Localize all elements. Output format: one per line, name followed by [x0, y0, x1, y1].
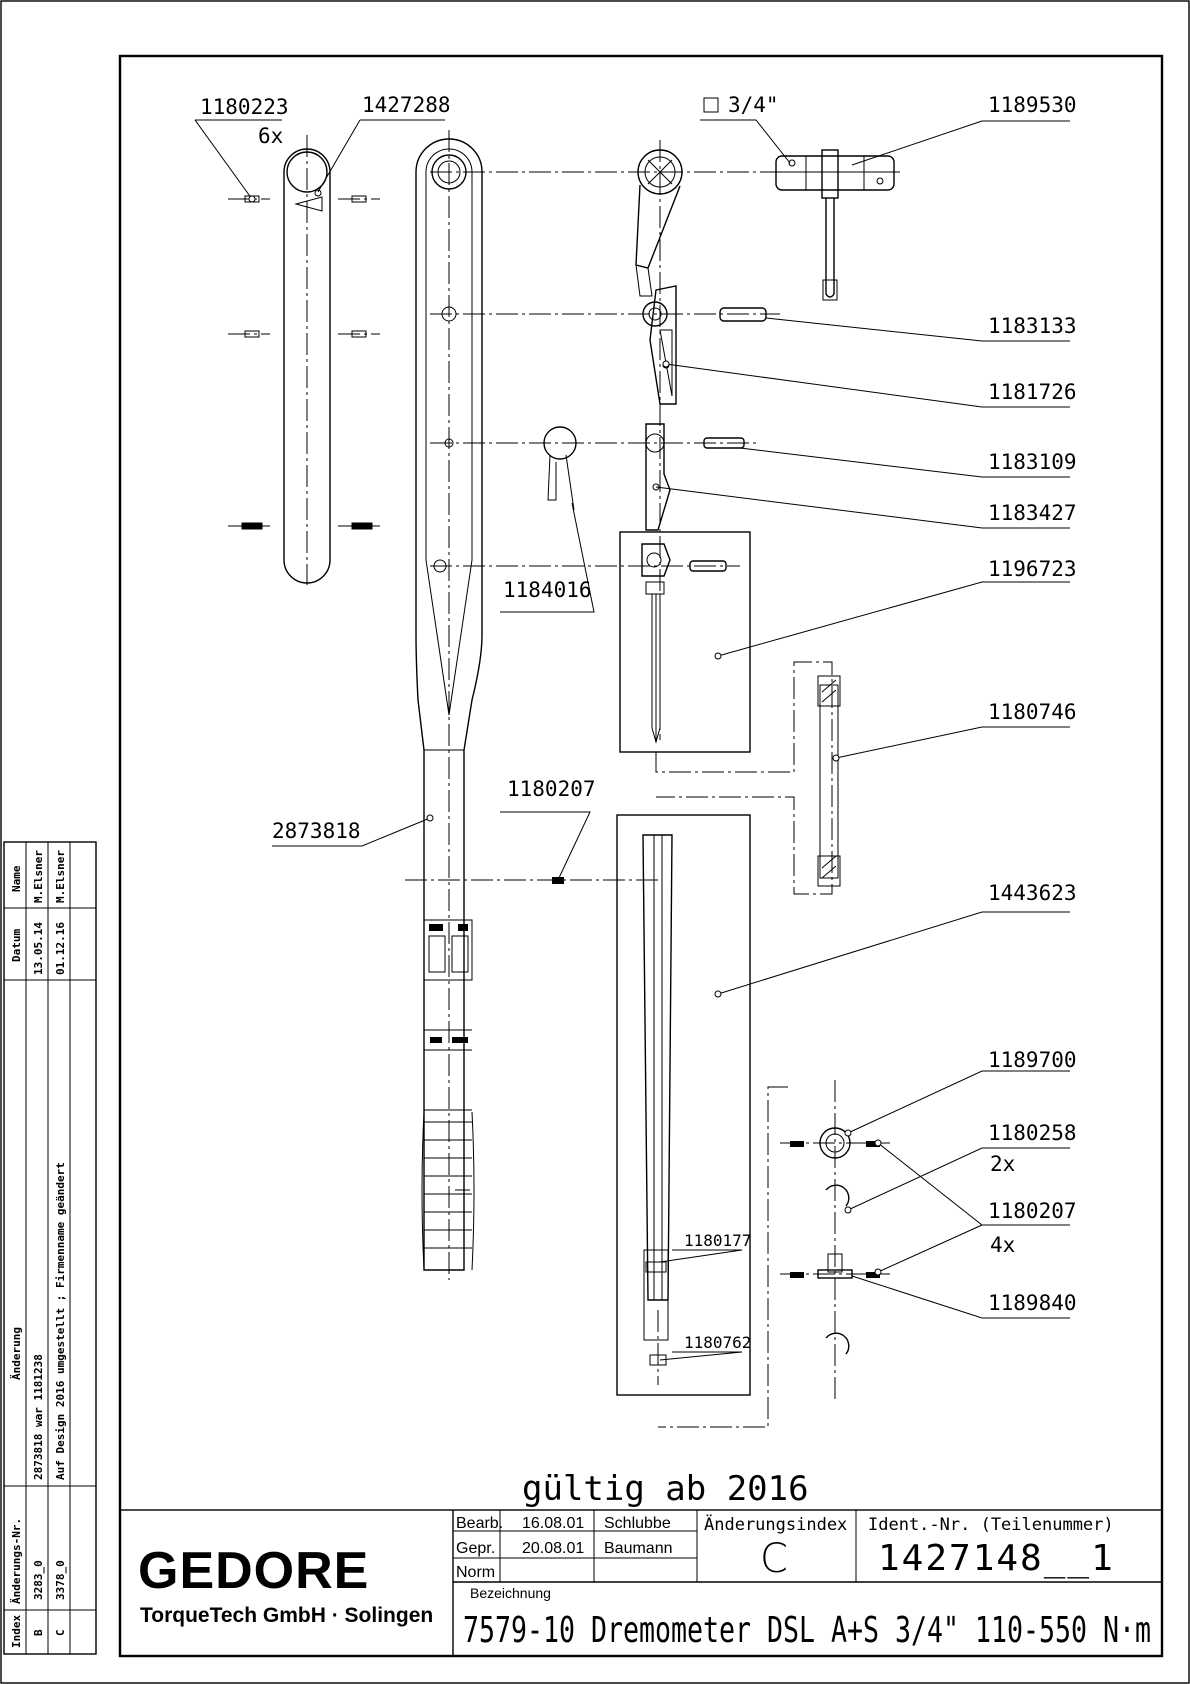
ratchet-switch-1189840	[780, 1253, 890, 1279]
leader-lines	[194, 119, 1070, 1361]
label-1443623: 1443623	[988, 881, 1077, 905]
ring-1189700	[780, 1127, 890, 1159]
side-plate-1427288	[228, 135, 380, 585]
label-1183109: 1183109	[988, 450, 1077, 474]
lower-group-bracket	[658, 1086, 788, 1428]
spring-1180746	[655, 661, 841, 895]
lever-1181726	[642, 285, 677, 405]
pin-1180207-top	[552, 877, 564, 884]
rev-header-change: Änderung	[9, 1327, 23, 1380]
spring-clip-1184016	[543, 426, 577, 511]
rev-b-change-no: 3283_0	[32, 1560, 45, 1600]
square-drive-symbol	[703, 97, 719, 113]
label-1189530: 1189530	[988, 93, 1077, 117]
square-drive-1189530	[775, 149, 895, 301]
designation: 7579-10 Dremometer DSL A+S 3/4" 110-550 …	[463, 1610, 1151, 1651]
label-square-drive: 3/4"	[728, 93, 779, 117]
label-1196723: 1196723	[988, 557, 1077, 581]
company-name: TorqueTech GmbH · Solingen	[140, 1604, 433, 1627]
rev-c-change: Auf Design 2016 umgestellt ; Firmenname …	[54, 1162, 67, 1480]
rev-b-date: 13.05.14	[32, 922, 45, 975]
designation-label: Bezeichnung	[470, 1585, 551, 1601]
link-1183427	[645, 423, 671, 531]
rev-b-change: 2873818 war 1181238	[32, 1354, 45, 1480]
label-1180746: 1180746	[988, 700, 1077, 724]
company-logo: GEDORE	[138, 1542, 369, 1600]
label-1184016: 1184016	[503, 578, 592, 602]
box-1443623	[616, 814, 751, 1396]
label-1180177: 1180177	[684, 1231, 751, 1250]
row-label-bearb: Bearb.	[456, 1515, 503, 1532]
tube-1443623	[642, 834, 673, 1385]
pressure-piece	[641, 543, 671, 744]
label-1180207-qty: 4x	[990, 1233, 1015, 1257]
row-name-bearb: Schlubbe	[604, 1515, 671, 1532]
box-1196723	[619, 531, 751, 753]
label-1183427: 1183427	[988, 501, 1077, 525]
ident-value: 1427148__1	[878, 1538, 1115, 1579]
valid-note: gültig ab 2016	[522, 1469, 809, 1509]
ident-label: Ident.-Nr. (Teilenummer)	[868, 1515, 1114, 1535]
label-1180258-qty: 2x	[990, 1152, 1015, 1176]
row-label-gepr: Gepr.	[456, 1540, 495, 1557]
rev-b-index: B	[32, 1629, 45, 1636]
pin-lower	[689, 560, 727, 572]
label-1180258: 1180258	[988, 1121, 1077, 1145]
rev-c-change-no: 3378_0	[54, 1560, 67, 1600]
label-1181726: 1181726	[988, 380, 1077, 404]
row-date-bearb: 16.08.01	[522, 1515, 584, 1532]
rev-header-date: Datum	[10, 929, 23, 962]
rev-c-date: 01.12.16	[54, 922, 67, 975]
ratchet-head	[635, 140, 683, 740]
circlip-1180258-a	[825, 1184, 850, 1207]
rev-b-name: M.Elsner	[32, 850, 45, 903]
row-name-gepr: Baumann	[604, 1540, 673, 1557]
change-index-value: C	[760, 1536, 788, 1582]
label-1189700: 1189700	[988, 1048, 1077, 1072]
circlip-1180258-b	[825, 1332, 850, 1355]
row-label-norm: Norm	[456, 1564, 495, 1581]
label-1427288: 1427288	[362, 93, 451, 117]
rev-header-index: Index	[10, 1615, 23, 1648]
rev-c-name: M.Elsner	[54, 850, 67, 903]
leader-dots	[248, 195, 882, 1276]
rev-header-name: Name	[10, 865, 23, 892]
label-1180223-qty: 6x	[258, 124, 283, 148]
change-index-label: Änderungsindex	[704, 1514, 847, 1535]
label-1180762: 1180762	[684, 1333, 751, 1352]
pin-1183133	[719, 307, 767, 322]
label-2873818: 2873818	[272, 819, 361, 843]
label-1180207-top: 1180207	[507, 777, 596, 801]
rev-header-change-no: Änderungs-Nr.	[9, 1518, 23, 1604]
label-1180223: 1180223	[200, 95, 289, 119]
title-block	[119, 1509, 1163, 1657]
label-1183133: 1183133	[988, 314, 1077, 338]
label-1180207-bottom: 1180207	[988, 1199, 1077, 1223]
label-1189840: 1189840	[988, 1291, 1077, 1315]
row-date-gepr: 20.08.01	[522, 1540, 584, 1557]
rev-c-index: C	[54, 1629, 67, 1636]
pin-1183109	[703, 437, 745, 449]
wrench-body-2873818	[415, 130, 483, 1280]
revision-table	[3, 841, 97, 1655]
